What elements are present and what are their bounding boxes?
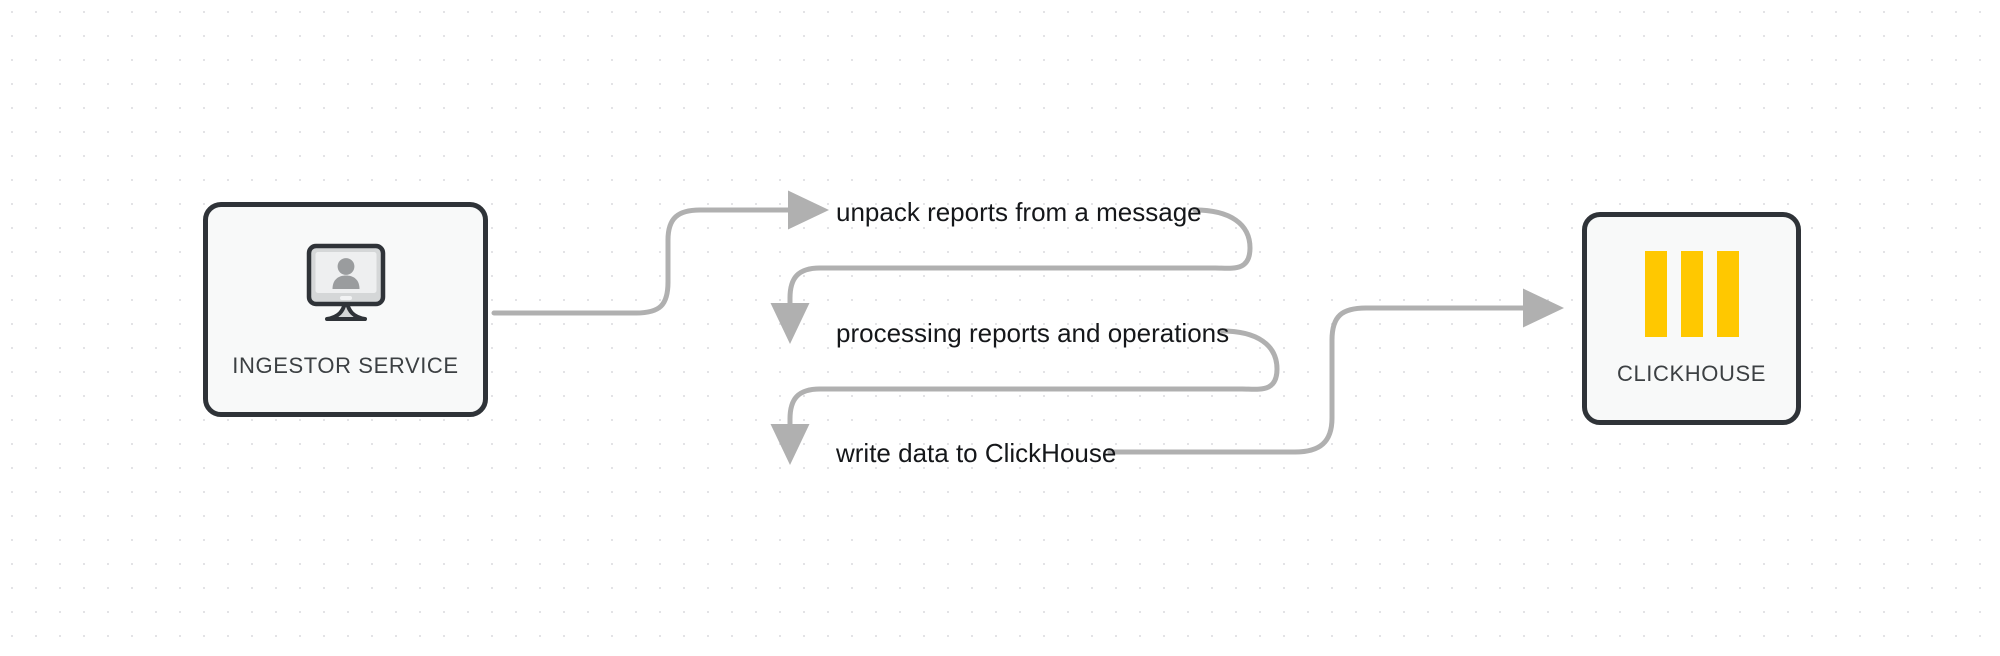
clickhouse-logo-icon <box>1644 250 1739 337</box>
node-clickhouse-label: CLICKHOUSE <box>1616 360 1767 386</box>
node-ingestor-label: INGESTOR SERVICE <box>232 352 459 378</box>
edge-label-write-data: write data to ClickHouse <box>836 438 1117 468</box>
node-clickhouse[interactable]: CLICKHOUSE <box>1582 212 1801 425</box>
clickhouse-logo-bar <box>1680 250 1703 337</box>
connector-ingestor-to-step1 <box>491 190 830 316</box>
edge-label-processing-reports: processing reports and operations <box>836 318 1230 348</box>
clickhouse-logo-bar <box>1644 250 1667 337</box>
monitor-user-icon <box>291 241 401 333</box>
clickhouse-logo-bar <box>1716 250 1739 337</box>
edge-label-unpack-reports: unpack reports from a message <box>836 197 1202 227</box>
node-ingestor-service[interactable]: INGESTOR SERVICE <box>203 202 488 417</box>
